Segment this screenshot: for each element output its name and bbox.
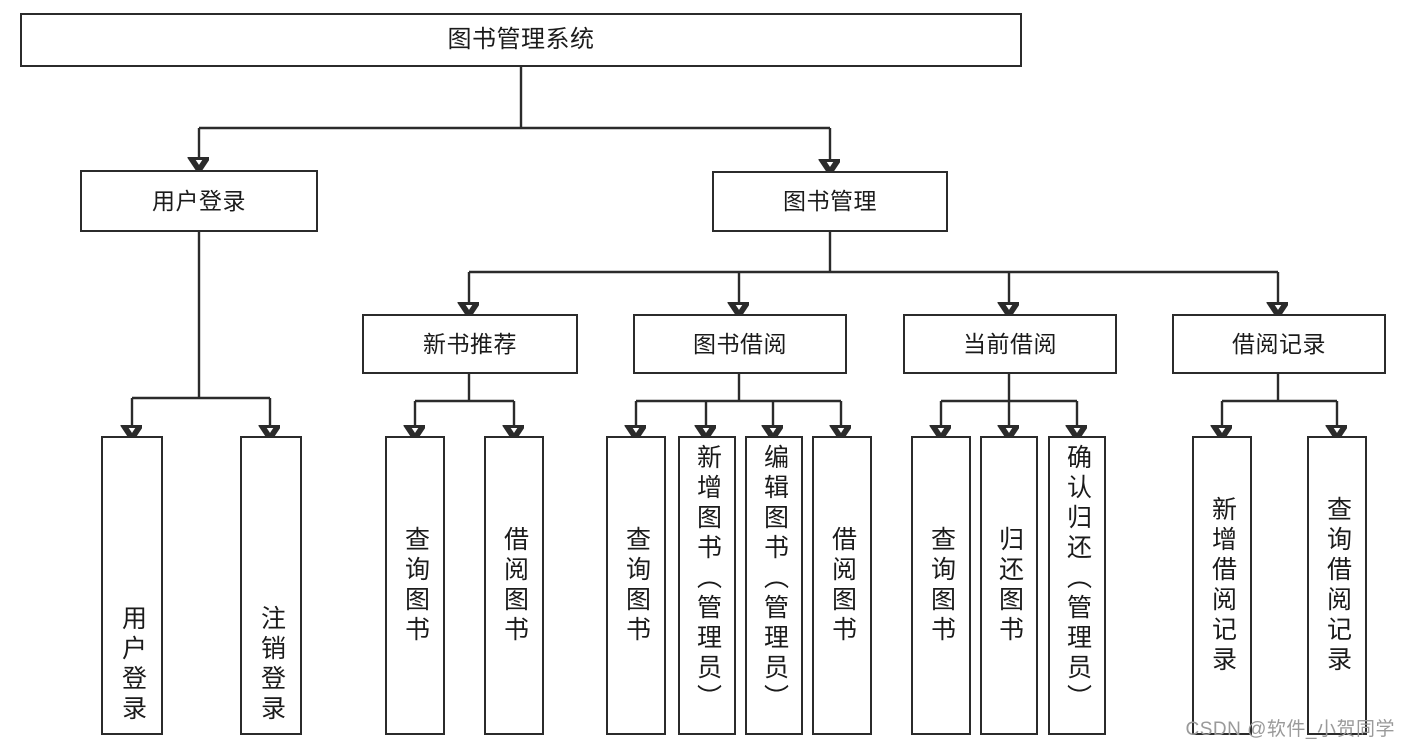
node-leaf-query-book-current[interactable]: 查询图书 (911, 436, 971, 735)
node-label: 借阅图书 (500, 525, 529, 646)
node-label: 归还图书 (995, 525, 1024, 646)
node-leaf-confirm-return[interactable]: 确认归还（管理员） (1048, 436, 1106, 735)
node-label: 查询图书 (622, 525, 651, 646)
node-leaf-logout[interactable]: 注销登录 (240, 436, 302, 735)
node-label: 确认归还（管理员） (1063, 444, 1092, 714)
node-new-book-recommendation[interactable]: 新书推荐 (362, 314, 578, 374)
node-label: 新增图书（管理员） (693, 444, 722, 714)
node-book-management-system[interactable]: 图书管理系统 (20, 13, 1022, 67)
node-leaf-borrow-book-rec[interactable]: 借阅图书 (484, 436, 544, 735)
node-label: 用户登录 (118, 605, 147, 725)
node-leaf-borrow-book[interactable]: 借阅图书 (812, 436, 872, 735)
node-label: 编辑图书（管理员） (760, 444, 789, 714)
node-user-login[interactable]: 用户登录 (80, 170, 318, 232)
node-label: 图书管理 (783, 188, 877, 215)
node-leaf-query-book-rec[interactable]: 查询图书 (385, 436, 445, 735)
csdn-watermark: CSDN @软件_小贺同学 (1185, 719, 1395, 740)
node-leaf-return-book[interactable]: 归还图书 (980, 436, 1038, 735)
node-leaf-add-book[interactable]: 新增图书（管理员） (678, 436, 736, 735)
node-label: 当前借阅 (963, 330, 1057, 357)
node-label: 查询图书 (401, 525, 430, 646)
node-book-borrowing[interactable]: 图书借阅 (633, 314, 847, 374)
node-leaf-edit-book[interactable]: 编辑图书（管理员） (745, 436, 803, 735)
node-leaf-user-login[interactable]: 用户登录 (101, 436, 163, 735)
node-label: 新书推荐 (423, 330, 517, 357)
node-book-management[interactable]: 图书管理 (712, 171, 948, 232)
node-label: 用户登录 (152, 187, 246, 214)
node-label: 查询借阅记录 (1323, 495, 1352, 676)
node-leaf-query-borrow-record[interactable]: 查询借阅记录 (1307, 436, 1367, 735)
node-label: 查询图书 (927, 525, 956, 646)
node-leaf-add-borrow-record[interactable]: 新增借阅记录 (1192, 436, 1252, 735)
node-label: 图书管理系统 (447, 26, 595, 54)
node-label: 新增借阅记录 (1208, 495, 1237, 676)
node-borrowing-record[interactable]: 借阅记录 (1172, 314, 1386, 374)
node-leaf-query-book-borrow[interactable]: 查询图书 (606, 436, 666, 735)
node-label: 注销登录 (257, 605, 286, 725)
node-label: 借阅记录 (1232, 330, 1326, 357)
node-label: 图书借阅 (693, 330, 787, 357)
node-current-borrowing[interactable]: 当前借阅 (903, 314, 1117, 374)
node-label: 借阅图书 (828, 525, 857, 646)
